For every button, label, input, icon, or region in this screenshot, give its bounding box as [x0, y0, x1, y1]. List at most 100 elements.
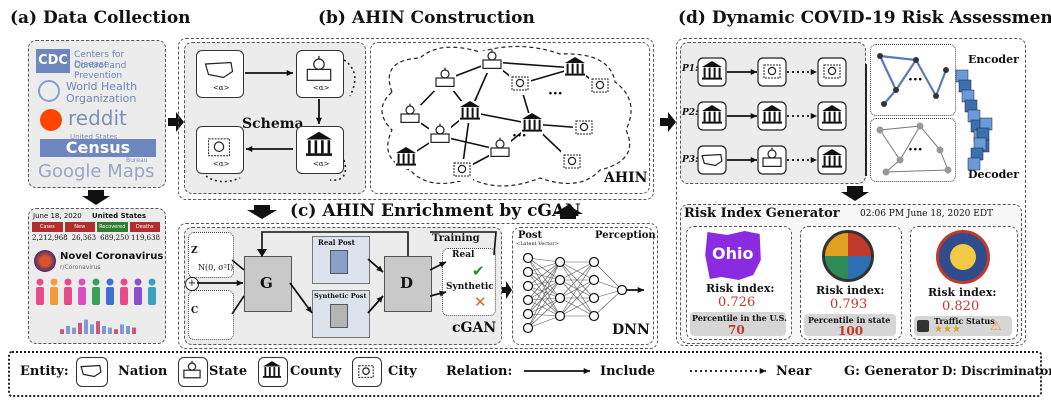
path-county-node-column	[828, 155, 831, 166]
dnn-neuron	[588, 256, 600, 268]
decoder-edge	[919, 125, 941, 151]
concat-icon: +	[185, 277, 199, 291]
schema-label: Schema	[242, 116, 304, 132]
person-head	[134, 278, 142, 286]
path-state-node-body	[762, 157, 782, 167]
decoder-edge	[899, 125, 921, 161]
schema-county-base	[306, 153, 332, 156]
encoder-node	[877, 53, 883, 59]
output-box	[442, 248, 496, 316]
path-county-node-column	[718, 67, 721, 78]
z-to-g	[231, 259, 245, 271]
census-logo: United States Census Bureau	[40, 133, 156, 164]
county-percentile-value: 100	[838, 324, 864, 338]
decoder-node	[916, 122, 924, 130]
trend-bar	[108, 327, 112, 334]
dnn-edge	[527, 257, 561, 299]
ahin-state-node-body	[400, 113, 420, 123]
ahin-county-node-column	[461, 107, 464, 118]
person-head	[50, 278, 58, 286]
dnn-post-label: Post	[518, 230, 543, 241]
ahin-county-node-roof	[565, 57, 585, 63]
county-seal-icon	[822, 230, 874, 282]
z-label: Z	[191, 246, 198, 256]
legend-county-roof	[263, 361, 281, 367]
encoder-node	[893, 87, 899, 93]
snapshot-value-recovered: 689,250	[100, 234, 130, 242]
include-nation-state-head	[286, 69, 293, 77]
ohio-map-icon	[705, 231, 761, 280]
schema-county-card	[296, 126, 344, 174]
include-state-county-head	[315, 117, 323, 124]
ahin-county-node-column	[566, 63, 569, 74]
path-city-node-frame	[763, 64, 781, 79]
encoder-node	[933, 93, 939, 99]
state-percentile-label: Percentile in the U.S.	[692, 313, 787, 323]
decoder-edge	[939, 149, 949, 171]
dnn-edge	[527, 297, 561, 329]
path-county-node-roof	[822, 149, 842, 155]
ahin-county-node-column	[576, 63, 579, 74]
reddit-label: reddit	[68, 106, 127, 130]
decoder-label: Decoder	[968, 168, 1020, 181]
enrichment-panel	[178, 223, 658, 349]
training-label: Training	[432, 233, 480, 244]
ahin-construction-panel	[178, 38, 654, 200]
decoder-node	[876, 126, 884, 134]
path-city-node-frame	[823, 64, 841, 79]
ahin-county-node-base	[460, 117, 480, 120]
path-city-node-pin	[827, 66, 837, 76]
dnn-neuron	[588, 292, 600, 304]
trend-bar	[66, 326, 70, 334]
dnn-latent-label: <Latent Vector>	[516, 241, 559, 247]
ahin-county-node-column	[402, 153, 405, 164]
schema-tag-city: <α>	[213, 160, 230, 168]
encoder-edge	[879, 55, 897, 91]
snapshot-headers: Cases New Recovered Deaths	[32, 222, 160, 232]
snapshot-header-deaths: Deaths	[129, 222, 160, 232]
city-risk-value: 0.820	[942, 299, 980, 314]
dnn-neuron	[554, 274, 566, 286]
legend-bar	[8, 351, 1042, 397]
c-label: C	[191, 306, 199, 316]
path-county-node-roof	[762, 105, 782, 111]
ahin-label: AHIN	[604, 170, 648, 186]
synthetic-post-label: Synthetic Post	[314, 292, 367, 300]
path-include-head	[750, 112, 757, 120]
person-body	[148, 287, 156, 305]
path-p2-label: P2:	[682, 108, 699, 118]
traffic-icon	[917, 320, 929, 332]
dnn-neuron	[588, 310, 600, 322]
traffic-box	[914, 316, 1012, 336]
path-node-card	[757, 145, 787, 175]
discriminator-label: D	[400, 274, 414, 292]
snapshot-region: United States	[92, 212, 146, 220]
dnn-edge	[527, 261, 561, 315]
snapshot-values: 2,212,968 26,363 689,250 119,638	[32, 234, 160, 244]
ahin-county-node-roof	[396, 147, 416, 153]
dnn-perception-label: Perception	[595, 230, 656, 241]
traffic-label: Traffic Status	[934, 316, 995, 326]
path-county-node-column	[768, 111, 771, 122]
path-county-node-base	[702, 121, 722, 124]
schema-state-card	[296, 50, 344, 98]
training-loop-head	[257, 249, 267, 257]
ahin-state-node-body	[490, 147, 510, 157]
traffic-stars: ★★★	[934, 324, 961, 335]
schema-county-column	[321, 140, 324, 154]
dnn-neuron	[554, 256, 566, 268]
legend-state-dome	[187, 362, 197, 371]
dnn-edge	[527, 261, 561, 301]
cross-icon: ✕	[474, 293, 487, 311]
county-percentile-label: Percentile in state	[808, 315, 891, 325]
legend-generator-def: G: Generator	[844, 364, 939, 379]
legend-state-label: State	[209, 364, 248, 379]
dnn-neuron	[522, 308, 534, 320]
ahin-county-node-roof	[460, 101, 480, 107]
near-state-loop	[343, 59, 356, 97]
state-risk-label: Risk index:	[706, 282, 775, 295]
encoder-ellipsis: ···	[908, 72, 923, 88]
dnn-edge	[527, 261, 561, 287]
